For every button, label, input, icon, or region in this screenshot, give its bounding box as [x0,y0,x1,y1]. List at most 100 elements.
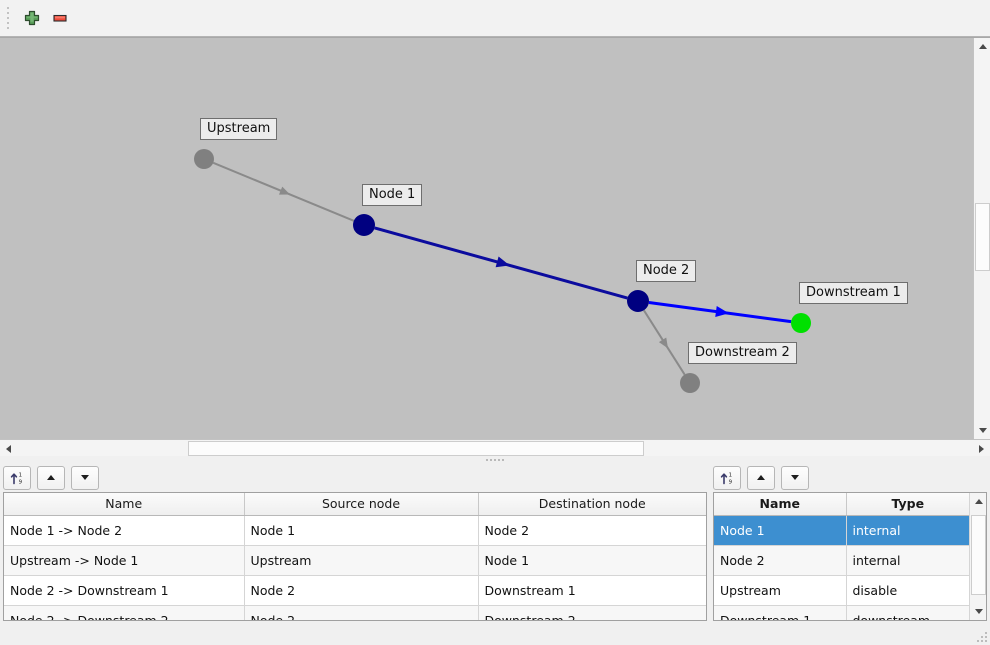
triangle-right-icon [979,444,984,453]
node-label-node2[interactable]: Node 2 [636,260,697,282]
nodes-table-header-row: Name Type [714,493,969,516]
edges-panel: 1 9 Name [0,463,710,621]
edges-col-destination[interactable]: Destination node [478,493,706,516]
plus-icon [24,10,40,26]
edge-name-cell: Node 2 -> Downstream 1 [4,575,245,606]
edges-table-container: Name Source node Destination node Node 1… [3,492,707,621]
node-name-cell: Node 2 [714,545,847,576]
svg-text:1: 1 [729,472,732,478]
graph-vertical-scrollbar[interactable] [973,38,990,439]
nodes-sort-button[interactable]: 1 9 [713,465,741,490]
node-name-cell: Downstream 1 [714,605,847,620]
node-type-cell: downstream [846,605,969,620]
edges-table-scrollarea[interactable]: Name Source node Destination node Node 1… [4,493,706,620]
arrowhead-node2-downstream2 [658,337,669,349]
nodes-move-down-button[interactable] [781,465,809,490]
node-type-cell: internal [846,545,969,576]
pane-splitter[interactable] [0,456,990,463]
svg-text:1: 1 [19,472,22,478]
remove-button[interactable] [46,4,74,32]
scroll-left-button[interactable] [0,440,17,457]
node-label-downstream1[interactable]: Downstream 1 [799,282,908,304]
triangle-up-icon [974,499,983,504]
node-label-node1[interactable]: Node 1 [362,184,423,206]
node-type-cell: internal [846,515,969,546]
node-name-cell: Node 1 [714,515,847,546]
edges-col-name[interactable]: Name [4,493,245,516]
node-type-cell: disable [846,575,969,606]
status-bar [0,621,990,645]
arrowhead-upstream-node1 [278,186,291,195]
node-label-downstream2[interactable]: Downstream 2 [688,342,797,364]
scroll-right-button[interactable] [973,440,990,457]
edge-destination-cell: Downstream 1 [478,575,706,606]
triangle-down-icon [974,609,983,614]
vertical-scroll-thumb[interactable] [971,515,986,595]
graph-horizontal-scrollbar[interactable] [0,439,990,456]
nodes-panel: 1 9 Name [710,463,990,621]
nodes-panel-toolbar: 1 9 [710,463,990,492]
edge-name-cell: Node 2 -> Downstream 2 [4,605,245,620]
toolbar-drag-handle[interactable] [3,5,12,31]
edges-table-header-row: Name Source node Destination node [4,493,706,516]
edge-destination-cell: Downstream 2 [478,605,706,620]
edges-table: Name Source node Destination node Node 1… [4,493,706,620]
graph-node-node2[interactable] [627,290,649,312]
nodes-vertical-scrollbar[interactable] [969,493,986,620]
triangle-down-icon [81,475,89,480]
main-toolbar [0,0,990,37]
triangle-down-icon [978,428,987,433]
window-resize-grip[interactable] [977,632,987,642]
node-label-upstream[interactable]: Upstream [200,118,278,140]
scroll-up-button[interactable] [974,38,990,55]
arrowhead-node2-downstream1 [715,305,729,318]
edges-col-source[interactable]: Source node [244,493,479,516]
graph-edges [194,149,811,393]
edge-name-cell: Node 1 -> Node 2 [4,515,245,546]
edges-move-up-button[interactable] [37,465,65,490]
arrowhead-node1-node2 [495,256,510,268]
nodes-scroll-up-button[interactable] [970,493,986,510]
splitter-grip [486,458,504,461]
scroll-down-button[interactable] [974,422,990,439]
nodes-scroll-down-button[interactable] [970,603,986,620]
minus-icon [53,14,67,22]
graph-node-downstream2[interactable] [680,373,700,393]
edge-source-cell: Node 2 [244,575,479,606]
vertical-scroll-thumb[interactable] [975,203,990,271]
nodes-col-type[interactable]: Type [846,493,969,516]
edges-panel-toolbar: 1 9 [0,463,710,492]
nodes-move-up-button[interactable] [747,465,775,490]
add-button[interactable] [18,4,46,32]
triangle-up-icon [47,475,55,480]
triangle-left-icon [6,444,11,453]
edge-source-cell: Node 2 [244,605,479,620]
horizontal-scroll-thumb[interactable] [188,441,644,456]
nodes-col-name[interactable]: Name [714,493,847,516]
edges-sort-button[interactable]: 1 9 [3,465,31,490]
edge-destination-cell: Node 2 [478,515,706,546]
graph-node-node1[interactable] [353,214,375,236]
edges-move-down-button[interactable] [71,465,99,490]
graph-node-downstream1[interactable] [791,313,811,333]
graph-node-upstream[interactable] [194,149,214,169]
svg-text:9: 9 [19,479,23,485]
edge-destination-cell: Node 1 [478,545,706,576]
sort-ascending-icon: 1 9 [10,472,23,485]
svg-text:9: 9 [729,479,733,485]
triangle-up-icon [978,44,987,49]
